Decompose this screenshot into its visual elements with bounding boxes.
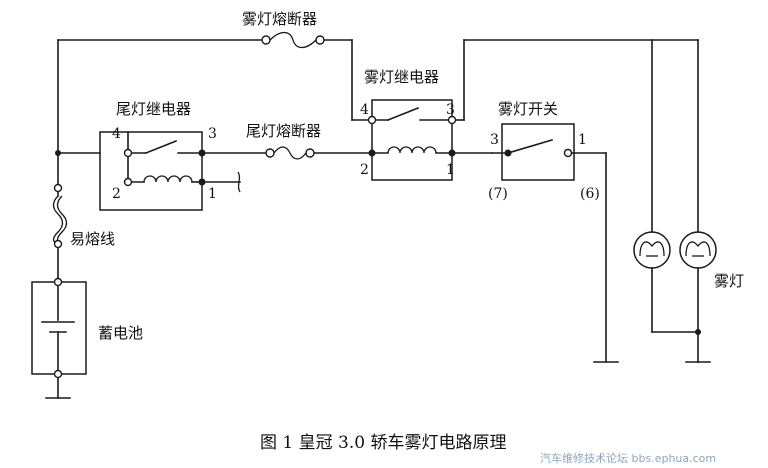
tail-fuse-symbol <box>265 146 315 160</box>
fog-switch-label: 雾灯开关 <box>498 100 558 118</box>
tail-relay-pin-3: 3 <box>208 126 217 142</box>
fog-lamp-right <box>679 231 717 269</box>
fog-relay-label: 雾灯继电器 <box>364 68 439 86</box>
fog-relay-pin-2: 2 <box>360 162 369 178</box>
fog-switch-position-7: (7) <box>488 186 508 202</box>
wiring <box>57 39 699 399</box>
fog-switch-pin-3: 3 <box>490 132 499 148</box>
tail-relay-pin-2: 2 <box>112 186 121 202</box>
fog-relay <box>351 99 457 181</box>
tail-relay-pin-4: 4 <box>112 126 121 142</box>
fog-relay-pin-1: 1 <box>446 162 455 178</box>
fusible-link-label: 易熔线 <box>70 230 115 248</box>
fog-switch <box>491 123 575 181</box>
fog-lamp-left <box>633 231 671 269</box>
junctions <box>53 150 701 335</box>
fog-lamp-label: 雾灯 <box>714 272 744 290</box>
fog-switch-pin-1: 1 <box>578 132 587 148</box>
tail-relay-label: 尾灯继电器 <box>116 100 191 118</box>
fog-fuse-symbol <box>261 31 325 49</box>
battery-symbol <box>31 277 87 379</box>
tail-relay-pin-1: 1 <box>208 186 217 202</box>
fusible-link-symbol-2 <box>56 195 68 245</box>
tail-fuse-label: 尾灯熔断器 <box>246 122 321 140</box>
fog-relay-pin-4: 4 <box>360 102 369 118</box>
tail-relay <box>99 131 241 211</box>
watermark: 汽车维修技术论坛 bbs.ephua.com <box>540 451 716 465</box>
fusible-link-symbol <box>52 195 64 245</box>
fog-fuse-label: 雾灯熔断器 <box>242 10 317 28</box>
battery-label: 蓄电池 <box>98 324 143 342</box>
fog-relay-pin-3: 3 <box>446 102 455 118</box>
figure-caption: 图 1 皇冠 3.0 轿车雾灯电路原理 <box>260 433 506 453</box>
fog-switch-position-6: (6) <box>580 186 600 202</box>
